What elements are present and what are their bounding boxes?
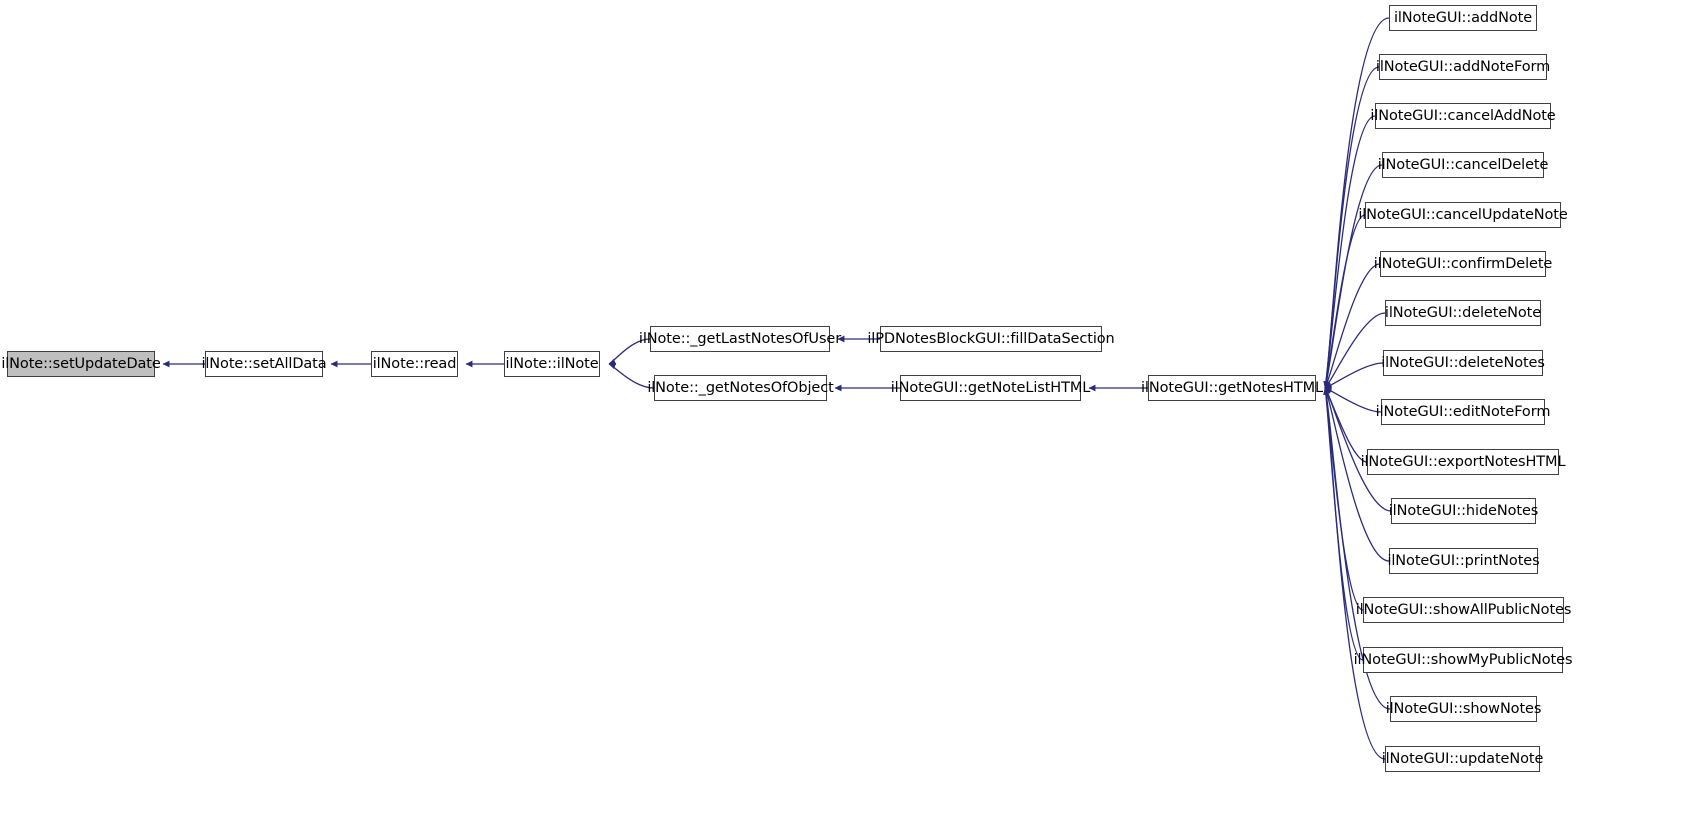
edge-exportNotesHTML-to-getNotesHTML — [1324, 387, 1368, 463]
edge-showAllPublicNotes-to-getNotesHTML — [1323, 387, 1364, 611]
graph-node-cancelDelete[interactable]: ilNoteGUI::cancelDelete — [1378, 152, 1548, 178]
graph-node-ilNote[interactable]: ilNote::ilNote — [504, 351, 600, 377]
edge-getLastNotesOfUser-to-ilNote — [608, 338, 651, 365]
graph-node-fillDataSection[interactable]: ilPDNotesBlockGUI::fillDataSection — [867, 326, 1115, 352]
edge-cancelAddNote-to-getNotesHTML — [1323, 115, 1376, 389]
graph-node-getNoteListHTML[interactable]: ilNoteGUI::getNoteListHTML — [891, 375, 1090, 401]
graph-node-label: ilNoteGUI::showNotes — [1385, 700, 1542, 717]
graph-node-getNotesHTML[interactable]: ilNoteGUI::getNotesHTML — [1141, 375, 1323, 401]
graph-node-cancelUpdateNote[interactable]: ilNoteGUI::cancelUpdateNote — [1358, 202, 1568, 228]
graph-node-getNotesOfObject[interactable]: ilNote::_getNotesOfObject — [647, 375, 834, 401]
graph-node-showAllPublicNotes[interactable]: ilNoteGUI::showAllPublicNotes — [1356, 597, 1571, 623]
graph-node-label: ilNoteGUI::hideNotes — [1388, 502, 1539, 519]
graph-node-addNoteForm[interactable]: ilNoteGUI::addNoteForm — [1375, 54, 1551, 80]
graph-node-label: ilNote::ilNote — [505, 355, 599, 372]
graph-node-label: ilNoteGUI::getNoteListHTML — [890, 379, 1091, 396]
graph-node-deleteNotes[interactable]: ilNoteGUI::deleteNotes — [1381, 350, 1545, 376]
graph-node-label: ilNote::read — [372, 355, 457, 372]
graph-node-label: ilNote::setUpdateDate — [1, 355, 161, 372]
graph-node-confirmDelete[interactable]: ilNoteGUI::confirmDelete — [1374, 251, 1552, 277]
graph-node-label: ilNoteGUI::addNote — [1393, 9, 1533, 26]
graph-node-label: ilNoteGUI::cancelDelete — [1377, 156, 1549, 173]
edge-updateNote-to-getNotesHTML — [1323, 387, 1386, 760]
graph-node-editNoteForm[interactable]: ilNoteGUI::editNoteForm — [1376, 399, 1550, 425]
edge-cancelUpdateNote-to-getNotesHTML — [1324, 214, 1366, 389]
graph-node-label: ilNoteGUI::deleteNote — [1384, 304, 1542, 321]
graph-node-label: ilNoteGUI::getNotesHTML — [1140, 379, 1324, 396]
edge-deleteNotes-to-getNotesHTML — [1324, 362, 1384, 390]
graph-node-setUpdateDate[interactable]: ilNote::setUpdateDate — [1, 351, 161, 377]
graph-node-label: ilNoteGUI::showAllPublicNotes — [1355, 601, 1572, 618]
graph-node-label: ilNote::_getLastNotesOfUser — [638, 330, 842, 347]
graph-node-hideNotes[interactable]: ilNoteGUI::hideNotes — [1388, 498, 1539, 524]
graph-node-label: ilPDNotesBlockGUI::fillDataSection — [867, 330, 1115, 347]
graph-node-showMyPublicNotes[interactable]: ilNoteGUI::showMyPublicNotes — [1354, 647, 1573, 673]
graph-node-label: ilNote::_getNotesOfObject — [647, 379, 834, 396]
graph-node-label: ilNoteGUI::updateNote — [1381, 750, 1544, 767]
graph-node-label: ilNoteGUI::printNotes — [1387, 552, 1540, 569]
edge-cancelDelete-to-getNotesHTML — [1324, 164, 1383, 389]
graph-node-printNotes[interactable]: ilNoteGUI::printNotes — [1387, 548, 1540, 574]
graph-node-label: ilNoteGUI::cancelAddNote — [1370, 107, 1556, 124]
graph-node-label: ilNoteGUI::confirmDelete — [1373, 255, 1553, 272]
edge-confirmDelete-to-getNotesHTML — [1324, 263, 1381, 389]
graph-node-deleteNote[interactable]: ilNoteGUI::deleteNote — [1385, 300, 1541, 326]
graph-node-label: ilNoteGUI::editNoteForm — [1375, 403, 1551, 420]
edge-editNoteForm-to-getNotesHTML — [1324, 386, 1382, 413]
graph-node-updateNote[interactable]: ilNoteGUI::updateNote — [1382, 746, 1543, 772]
graph-node-read[interactable]: ilNote::read — [371, 351, 458, 377]
edge-showMyPublicNotes-to-getNotesHTML — [1323, 387, 1364, 661]
graph-node-label: ilNoteGUI::cancelUpdateNote — [1358, 206, 1568, 223]
graph-node-addNote[interactable]: ilNoteGUI::addNote — [1389, 5, 1537, 31]
graph-node-setAllData[interactable]: ilNote::setAllData — [201, 351, 327, 377]
graph-node-cancelAddNote[interactable]: ilNoteGUI::cancelAddNote — [1370, 103, 1556, 129]
graph-node-label: ilNoteGUI::addNoteForm — [1375, 58, 1551, 75]
graph-node-label: ilNoteGUI::showMyPublicNotes — [1353, 651, 1573, 668]
graph-node-label: ilNoteGUI::exportNotesHTML — [1360, 453, 1566, 470]
graph-node-exportNotesHTML[interactable]: ilNoteGUI::exportNotesHTML — [1361, 449, 1566, 475]
graph-node-label: ilNoteGUI::deleteNotes — [1381, 354, 1545, 371]
graph-node-showNotes[interactable]: ilNoteGUI::showNotes — [1386, 696, 1541, 722]
graph-node-getLastNotesOfUser[interactable]: ilNote::_getLastNotesOfUser — [639, 326, 841, 352]
graph-node-label: ilNote::setAllData — [201, 355, 327, 372]
edge-deleteNote-to-getNotesHTML — [1324, 312, 1386, 389]
edge-getNotesOfObject-to-ilNote — [608, 362, 655, 389]
